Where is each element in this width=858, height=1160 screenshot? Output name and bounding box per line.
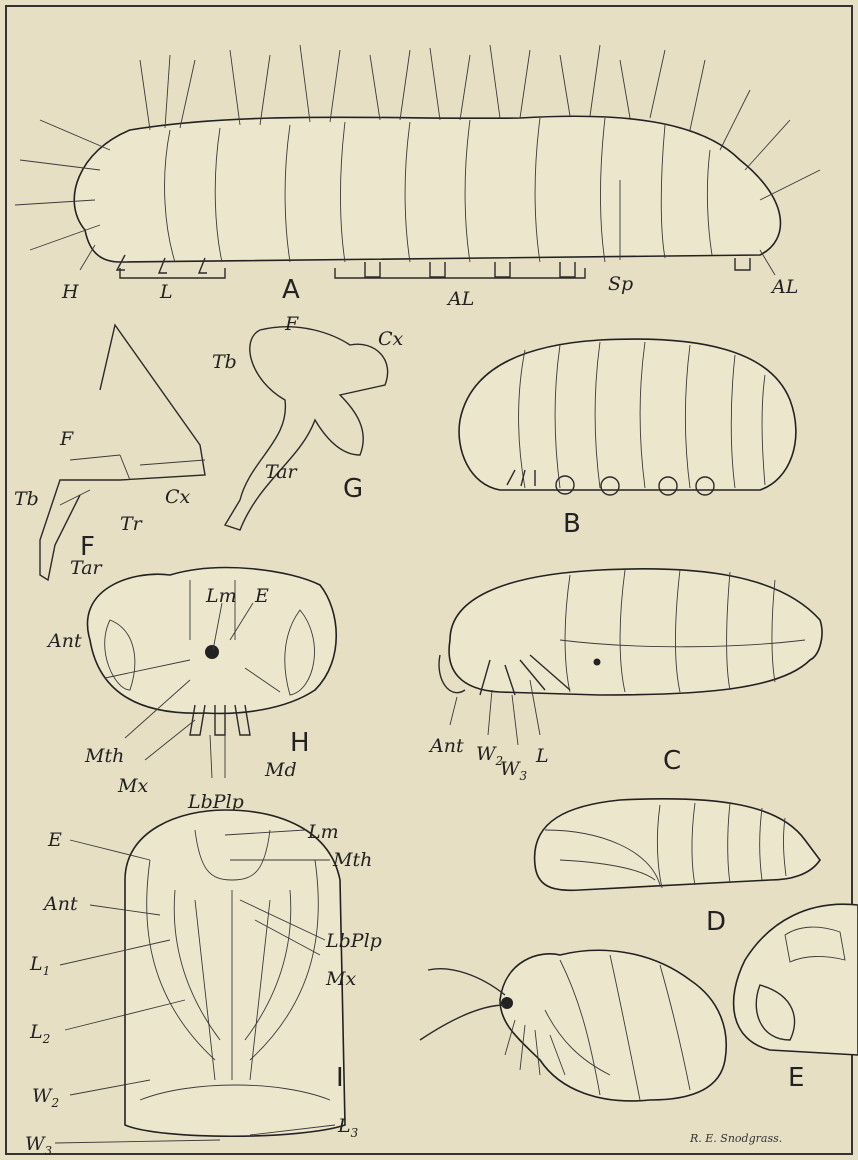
label-i-l1: L1	[29, 953, 50, 978]
label-i-lbplp: LbPlp	[325, 930, 382, 952]
figure-letter-b: B	[563, 509, 581, 539]
figure-letter-a: A	[282, 275, 300, 305]
figure-letter-c: C	[663, 746, 681, 776]
figure-h-head: Lm E Ant H Mth Md Mx LbPlp	[46, 568, 336, 813]
figure-letter-g: G	[343, 474, 363, 504]
figure-e-cocoon: E	[734, 904, 858, 1093]
label-i-mx: Mx	[325, 968, 356, 990]
label-f-tar: Tar	[70, 557, 104, 579]
figure-letter-d: D	[706, 907, 726, 937]
label-g-cx: Cx	[378, 328, 404, 350]
label-i-lm: Lm	[307, 821, 339, 843]
label-i-l2: L2	[29, 1021, 50, 1046]
label-h-lm: Lm	[205, 585, 237, 607]
label-a-sp: Sp	[608, 273, 633, 295]
label-h-ant: Ant	[46, 630, 82, 652]
label-f-tb: Tb	[14, 488, 39, 510]
label-h-e: E	[254, 585, 269, 607]
figure-g-abdominal-leg: F Cx Tb Tar G	[212, 313, 404, 530]
moth-drawing	[420, 950, 726, 1101]
label-a-al: AL	[446, 288, 474, 310]
figure-b-larva: B	[459, 339, 796, 539]
figure-letter-i: I	[336, 1063, 344, 1093]
label-f-f: F	[59, 428, 74, 450]
label-h-md: Md	[264, 759, 297, 781]
figure-c-prepupa: Ant W2 W3 L C	[428, 569, 822, 783]
label-a-l: L	[159, 281, 173, 303]
label-i-e: E	[47, 829, 62, 851]
label-i-w3-sub: 3	[45, 1144, 53, 1158]
label-f-tr: Tr	[120, 513, 144, 535]
label-i-w2-sub: 2	[51, 1096, 60, 1110]
label-c-ant: Ant	[428, 735, 464, 757]
label-i-mth: Mth	[332, 849, 372, 871]
label-i-w3: W3	[25, 1133, 53, 1158]
label-c-w3: W3	[500, 758, 528, 783]
label-c-l: L	[535, 745, 549, 767]
label-i-l1-sub: 1	[43, 964, 51, 978]
label-g-tar: Tar	[265, 461, 299, 483]
label-a-h: H	[61, 281, 79, 303]
figure-i-pupa-ventral: E Lm Mth LbPlp Ant Mx L1 L2 I W2 W3 L3	[25, 810, 382, 1158]
label-i-l3-sub: 3	[351, 1126, 359, 1140]
label-i-w2: W2	[32, 1085, 59, 1110]
label-g-tb: Tb	[212, 351, 237, 373]
label-f-cx: Cx	[165, 486, 191, 508]
brackets-legs	[120, 268, 225, 278]
figure-letter-e: E	[788, 1063, 804, 1093]
figure-a-caterpillar: H L A AL Sp AL	[15, 45, 820, 310]
label-g-f: F	[284, 313, 299, 335]
label-c-w3-sub: 3	[520, 769, 528, 783]
label-h-mth: Mth	[84, 745, 124, 767]
figure-f-larval-leg: F Tb Cx Tr F Tar	[14, 325, 205, 580]
label-h-mx: Mx	[117, 775, 148, 797]
artist-signature: R. E. Snodgrass.	[689, 1132, 782, 1145]
figure-d-pupa-lateral: D	[535, 799, 820, 937]
label-i-l3: L3	[337, 1115, 359, 1140]
label-a-al-tail: AL	[770, 276, 798, 298]
figure-letter-h: H	[290, 728, 310, 758]
label-i-ant: Ant	[42, 893, 78, 915]
label-i-l2-sub: 2	[42, 1032, 51, 1046]
